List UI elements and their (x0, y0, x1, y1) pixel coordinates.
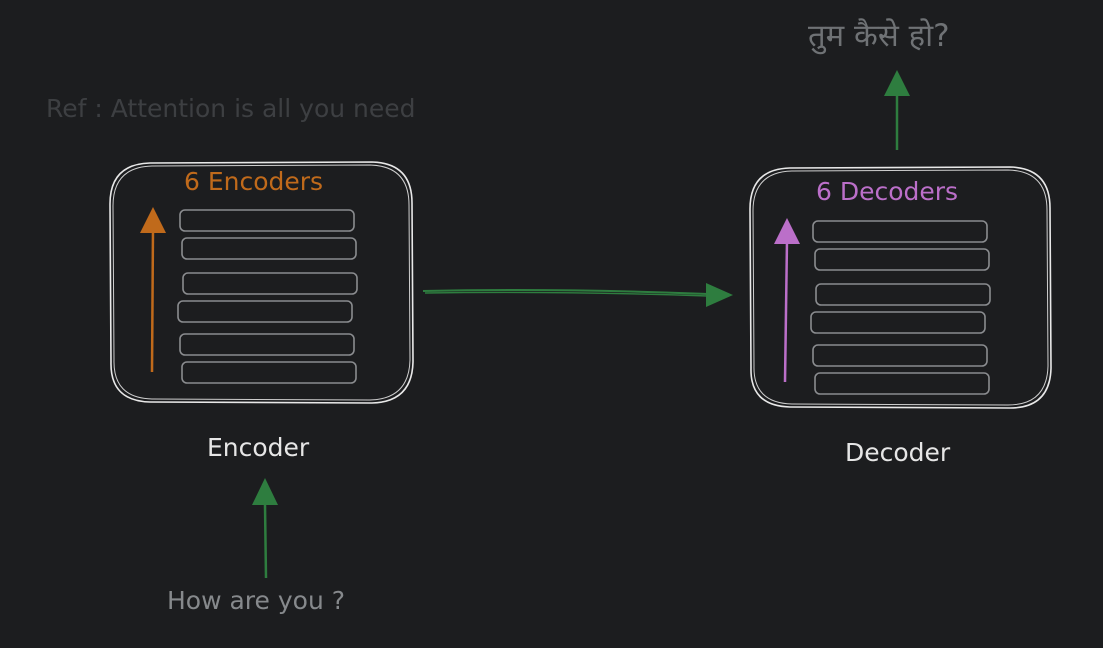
decoder-caption: Decoder (845, 438, 951, 467)
decoder-title: 6 Decoders (816, 177, 959, 206)
output-sentence: तुम कैसे हो? (808, 18, 950, 54)
decoder-layer (815, 283, 991, 306)
encoder-layers (177, 209, 358, 384)
decoder-layer (812, 220, 988, 243)
decoder-block (749, 166, 1052, 409)
decoder-box (749, 166, 1052, 409)
decoder-layer (812, 344, 988, 367)
encoder-layer (181, 237, 357, 260)
reference-note: Ref : Attention is all you need (46, 94, 416, 123)
decoder-layer (810, 311, 986, 334)
decoder-layers (810, 220, 991, 395)
encoder-layer (179, 209, 355, 232)
encoder-box (109, 161, 414, 404)
encoder-stack-arrow-icon (140, 207, 166, 373)
output-arrow-icon (884, 70, 910, 150)
input-arrow-icon (252, 478, 278, 579)
encoder-layer (179, 333, 355, 356)
decoder-layer (814, 372, 990, 395)
encoder-to-decoder-arrow-icon (422, 283, 733, 307)
encoder-layer (182, 272, 358, 295)
decoder-box-sketch (752, 169, 1049, 406)
encoder-caption: Encoder (207, 433, 310, 462)
encoder-box-sketch (112, 164, 411, 401)
encoder-title: 6 Encoders (184, 167, 324, 196)
decoder-stack-arrow-icon (774, 218, 800, 383)
encoder-block (109, 161, 414, 404)
decoder-layer (814, 248, 990, 271)
encoder-layer (177, 300, 353, 323)
encoder-layer (181, 361, 357, 384)
input-sentence: How are you ? (167, 586, 346, 615)
